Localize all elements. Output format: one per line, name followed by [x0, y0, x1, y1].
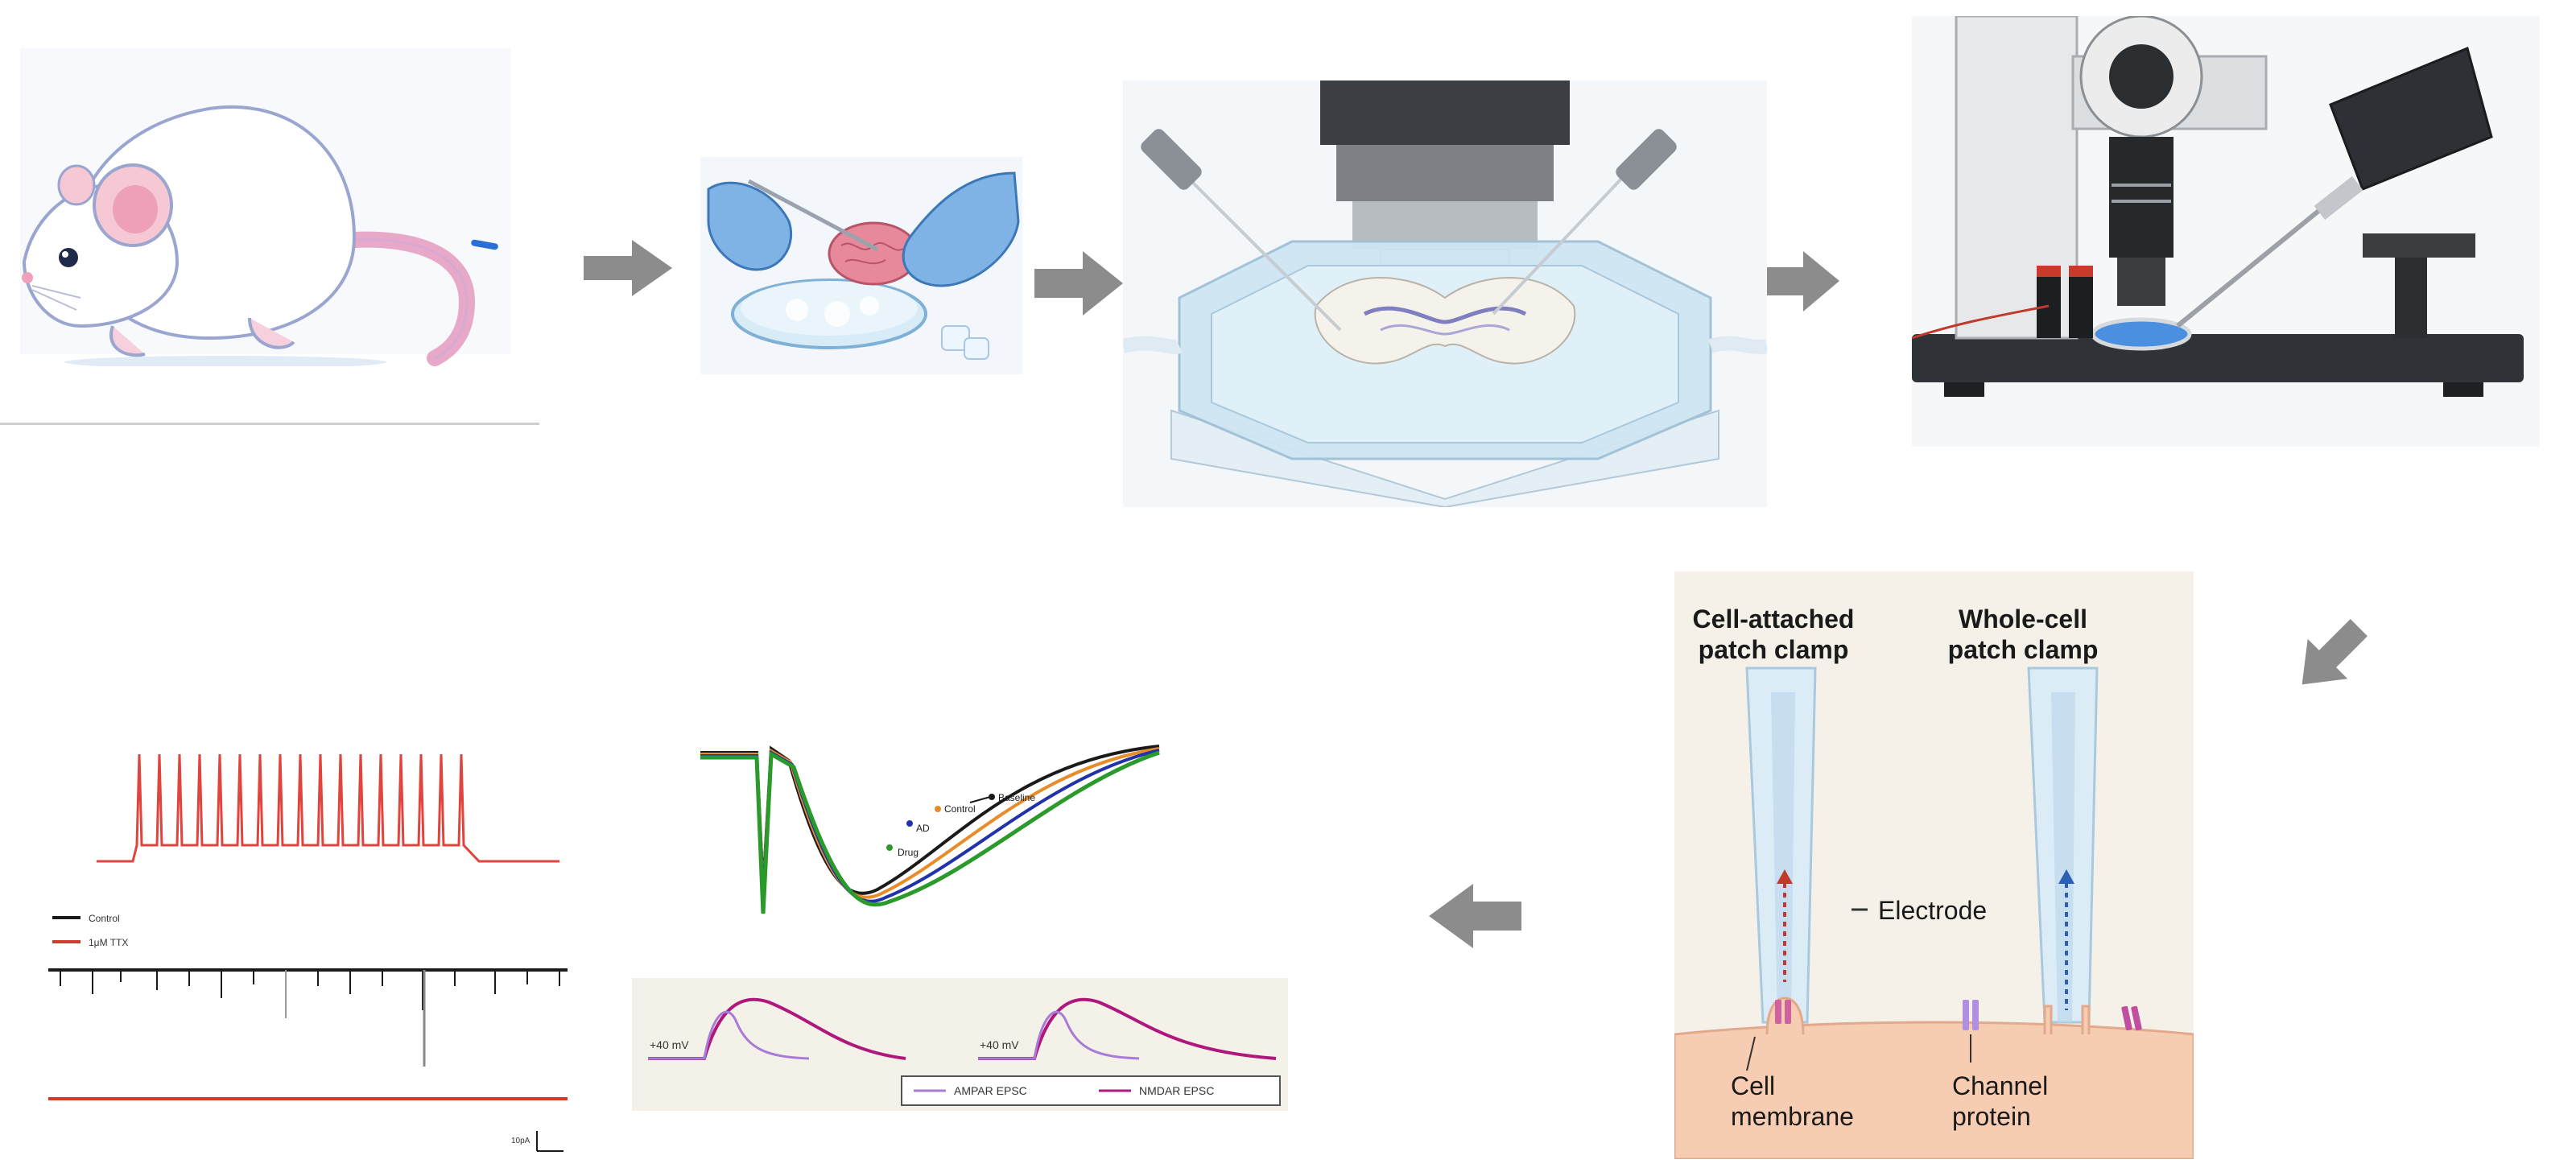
whole-cell-title-line1: Whole-cell	[1959, 605, 2087, 633]
legend-ampar: AMPAR EPSC	[954, 1084, 1027, 1097]
mouse-baseline	[0, 423, 539, 425]
legend-control: Control	[89, 913, 120, 924]
channel-protein-label-line1: Channel	[1952, 1071, 2048, 1100]
cell-membrane-label-line2: membrane	[1731, 1102, 1854, 1131]
psc-label-drug: Drug	[898, 847, 919, 858]
epsc-left-hold-label: +40 mV	[650, 1038, 689, 1051]
psc-label-control: Control	[944, 803, 976, 815]
mouse-icon	[20, 48, 511, 369]
arrow-left-icon	[1429, 884, 1521, 948]
whole-cell-title-line2: patch clamp	[1948, 635, 2099, 664]
legend-ttx: 1μM TTX	[89, 937, 128, 948]
cell-attached-title-line1: Cell-attached	[1693, 605, 1855, 633]
psc-overlay-chart: Baseline Control AD Drug	[700, 745, 1160, 914]
epsc-legend	[901, 1075, 1281, 1106]
electrode-label: Electrode	[1878, 896, 1987, 925]
psc-label-baseline: Baseline	[998, 792, 1035, 803]
spiking-panel: Control 1μM TTX 10pA	[44, 745, 584, 1167]
arrow-down-left-icon	[2301, 619, 2368, 685]
patch-modes-panel: Cell-attached patch clamp Whole-cell pat…	[1673, 572, 2195, 1161]
brain-dissection-icon	[700, 157, 1022, 374]
legend-nmdar: NMDAR EPSC	[1139, 1084, 1214, 1097]
arrow-right-icon	[1034, 251, 1123, 316]
arrow-right-icon	[584, 240, 672, 296]
scale-bar-label: 10pA	[511, 1137, 530, 1145]
epsc-panel: +40 mV +40 mV AMPAR EPSC NMDAR EPSC	[632, 978, 1288, 1111]
channel-protein-label-line2: protein	[1952, 1102, 2031, 1131]
patch-rig-panel	[1911, 14, 2540, 447]
cell-membrane-label-line1: Cell	[1731, 1071, 1775, 1100]
slice-chamber-icon	[1121, 80, 1769, 509]
psc-label-ad: AD	[916, 823, 930, 834]
arrow-right-icon	[1767, 251, 1839, 312]
mouse-panel	[16, 44, 515, 369]
epsc-chart: +40 mV +40 mV AMPAR EPSC NMDAR EPSC	[632, 978, 1288, 1111]
slice-chamber-panel	[1121, 80, 1769, 509]
spike-train-chart: Control 1μM TTX 10pA	[48, 753, 568, 1152]
patch-modes-diagram: Cell-attached patch clamp Whole-cell pat…	[1673, 572, 2195, 1161]
psc-traces-panel: Baseline Control AD Drug	[692, 728, 1175, 922]
cell-attached-title-line2: patch clamp	[1699, 635, 1849, 664]
dissection-panel	[700, 157, 1022, 374]
epsc-right-hold-label: +40 mV	[980, 1038, 1019, 1051]
patch-rig-microscope-icon	[1911, 14, 2540, 447]
